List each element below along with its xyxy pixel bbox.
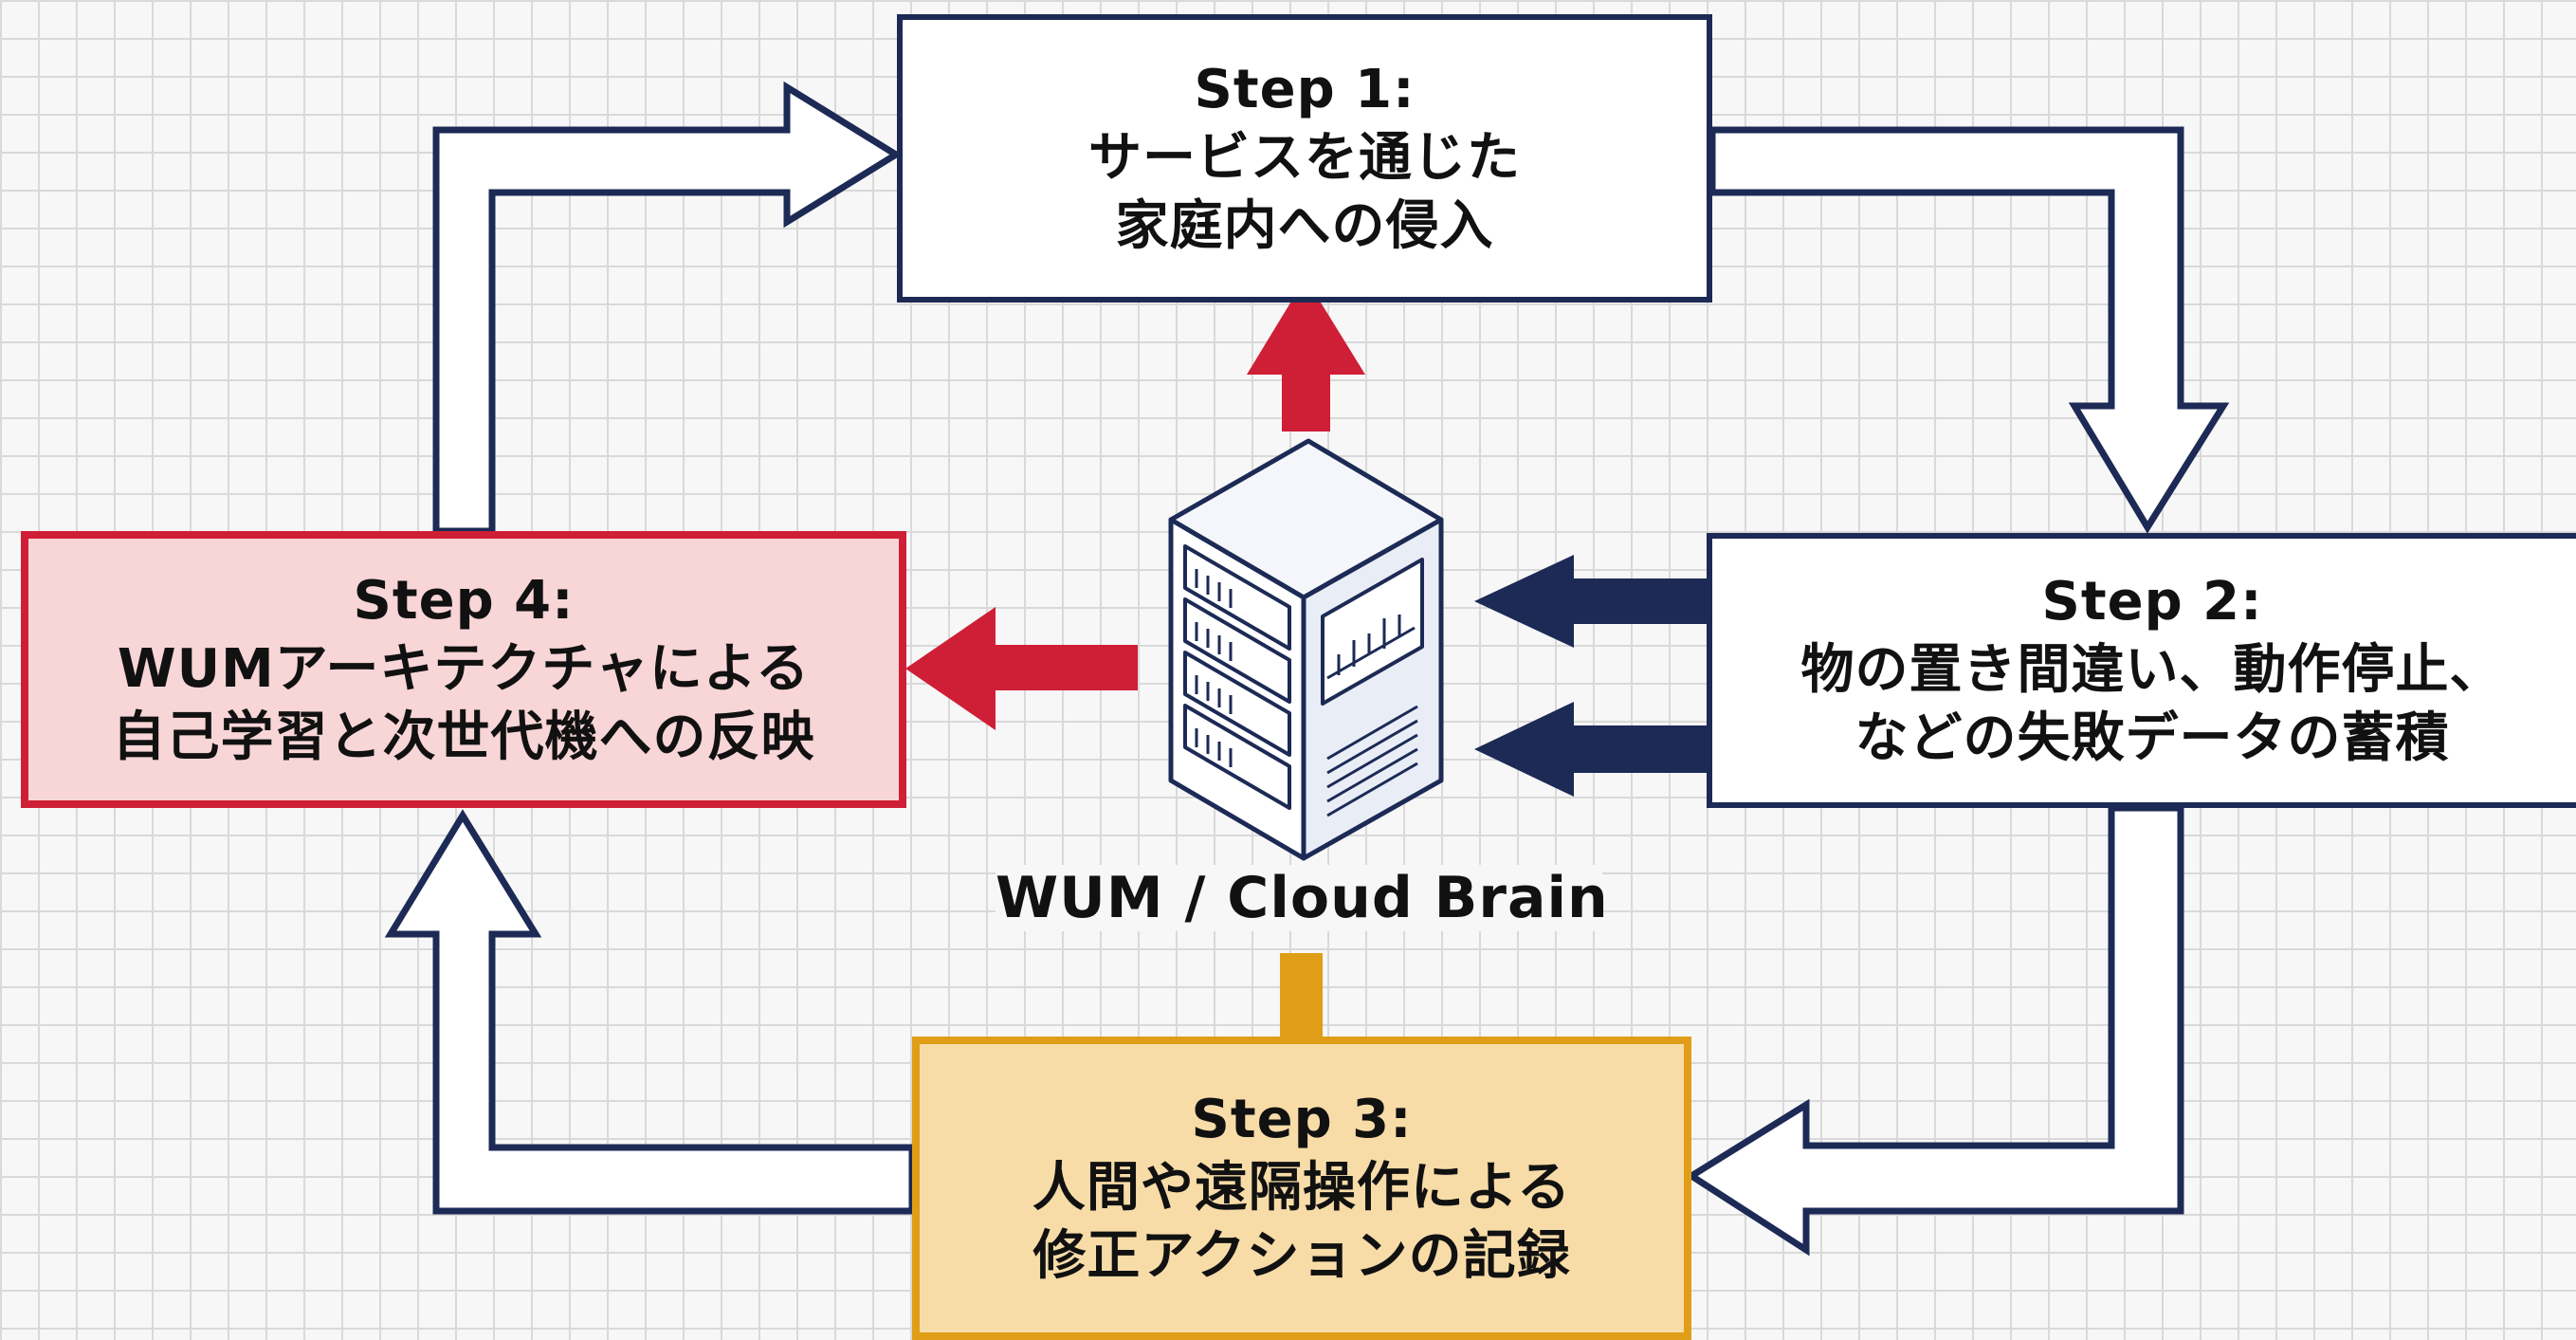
step2-box: Step 2: 物の置き間違い、動作停止、 などの失敗データの蓄積 bbox=[1707, 533, 2576, 808]
step2-line2: などの失敗データの蓄積 bbox=[1854, 707, 2450, 769]
step2-heading: Step 2: bbox=[2041, 571, 2263, 633]
feedback-arrow-to-step4 bbox=[905, 607, 1138, 730]
data-arrow-upper bbox=[1474, 555, 1707, 648]
step3-box: Step 3: 人間や遠隔操作による 修正アクションの記録 bbox=[912, 1037, 1691, 1340]
step1-heading: Step 1: bbox=[1194, 59, 1416, 121]
step4-line2: 自己学習と次世代機への反映 bbox=[112, 706, 815, 768]
feedback-arrow-to-step1 bbox=[1247, 278, 1365, 431]
step4-line1: WUMアーキテクチャによる bbox=[117, 638, 811, 701]
step1-box: Step 1: サービスを通じた 家庭内への侵入 bbox=[897, 14, 1712, 303]
step3-line1: 人間や遠隔操作による bbox=[1032, 1157, 1572, 1220]
server-label: WUM / Cloud Brain bbox=[996, 865, 1609, 931]
loop-arrow-step3-to-step4 bbox=[384, 809, 916, 1215]
step4-box: Step 4: WUMアーキテクチャによる 自己学習と次世代機への反映 bbox=[21, 531, 906, 808]
loop-arrow-step4-to-step1 bbox=[432, 81, 903, 535]
step3-heading: Step 3: bbox=[1191, 1089, 1413, 1151]
step2-line1: 物の置き間違い、動作停止、 bbox=[1800, 639, 2504, 702]
step1-line1: サービスを通じた bbox=[1088, 127, 1521, 190]
loop-arrow-step1-to-step2 bbox=[1708, 126, 2230, 534]
loop-arrow-step2-to-step3 bbox=[1685, 804, 2184, 1257]
record-connector bbox=[1280, 953, 1323, 1040]
step3-line2: 修正アクションの記録 bbox=[1032, 1224, 1571, 1287]
server-icon bbox=[1168, 438, 1444, 861]
data-arrow-lower bbox=[1474, 702, 1707, 797]
step1-line2: 家庭内への侵入 bbox=[1115, 194, 1494, 257]
step4-heading: Step 4: bbox=[353, 570, 575, 633]
